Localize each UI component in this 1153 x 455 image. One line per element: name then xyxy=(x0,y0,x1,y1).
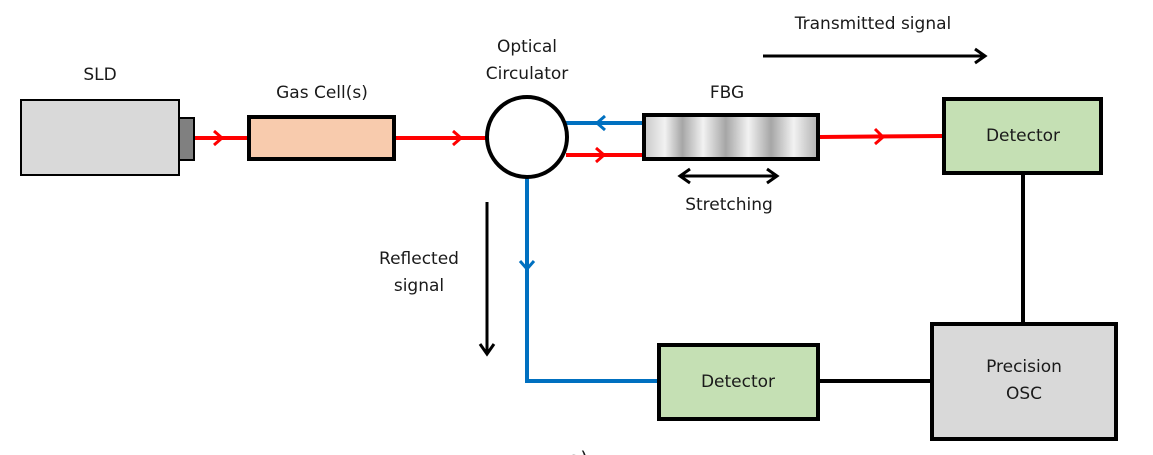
gas-cell xyxy=(247,115,396,161)
figure-tag: a) xyxy=(568,447,588,455)
reflected-direction-arrow xyxy=(478,202,496,357)
detector-transmitted xyxy=(942,97,1103,175)
circulator-label-line1: Optical xyxy=(497,37,557,57)
arrowhead-gascell-circulator xyxy=(452,129,464,147)
transmitted-signal-label: Transmitted signal xyxy=(794,14,951,34)
fbg-label: FBG xyxy=(710,83,744,103)
stretching-double-arrow xyxy=(677,167,780,185)
arrowhead-reflected-down xyxy=(518,260,536,272)
detector-reflected xyxy=(657,343,820,421)
arrowhead-circulator-fbg xyxy=(595,146,607,164)
beam-circulator-to-reflected-detector xyxy=(525,178,657,383)
transmitted-direction-arrow xyxy=(763,47,988,65)
sld-label: SLD xyxy=(83,65,116,85)
osc-label-line1: Precision xyxy=(986,357,1062,377)
osc-label-line2: OSC xyxy=(1006,384,1042,404)
stretching-label: Stretching xyxy=(685,195,773,215)
arrowhead-fbg-circulator xyxy=(594,114,606,132)
precision-oscilloscope xyxy=(930,322,1118,441)
gas-cell-label: Gas Cell(s) xyxy=(276,83,368,103)
reflected-signal-label-line1: Reflected xyxy=(379,249,459,269)
optical-circulator xyxy=(485,95,569,179)
sld-nozzle xyxy=(178,117,195,161)
reflected-signal-label-line2: signal xyxy=(394,276,444,296)
detector-transmitted-label: Detector xyxy=(986,126,1060,146)
arrowhead-sld-gas xyxy=(213,129,225,147)
sld-source xyxy=(20,99,195,176)
sld-body xyxy=(20,99,180,176)
circulator-label-line2: Circulator xyxy=(486,64,569,84)
fiber-bragg-grating xyxy=(642,113,820,161)
arrowhead-fbg-detector xyxy=(873,127,886,146)
detector-reflected-label: Detector xyxy=(701,372,775,392)
